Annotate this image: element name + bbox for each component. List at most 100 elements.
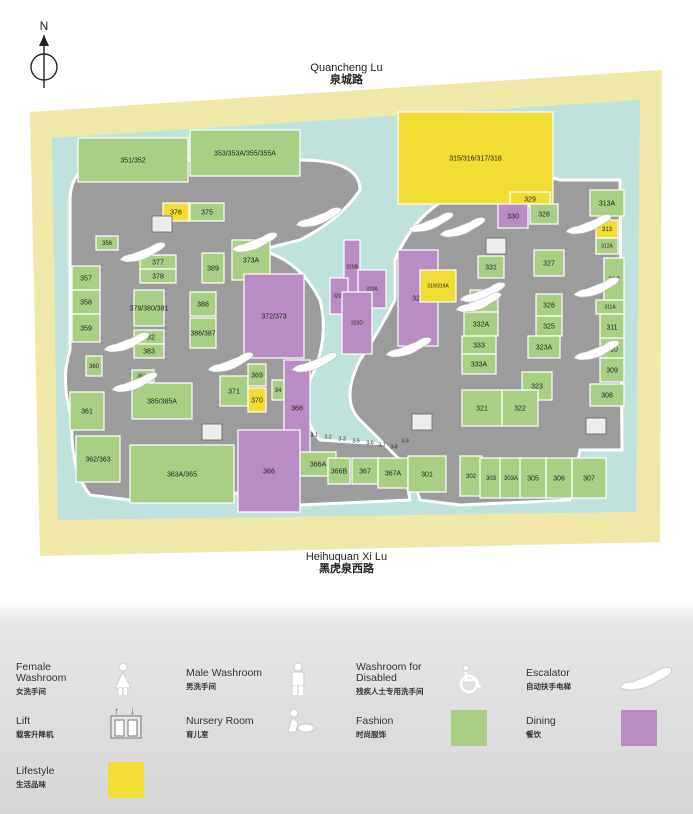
- legend: Female Washroom 女洗手间 Male Washroom 男洗手间 …: [0, 600, 693, 814]
- shop-unit: 369: [247, 363, 267, 387]
- shop-unit-label: 331: [485, 264, 497, 271]
- shop-unit: 353/353A/355/355A: [189, 129, 301, 177]
- shop-unit: 320D: [341, 291, 373, 355]
- shop-unit-label: 302: [466, 474, 477, 480]
- shop-unit: 325: [535, 315, 563, 337]
- shop-unit-shape: [589, 189, 625, 217]
- shop-unit-label: 3-7: [378, 443, 385, 449]
- shop-unit: 3-1: [310, 433, 317, 439]
- shop-unit-label: 366: [263, 468, 275, 475]
- lift-icon: [485, 237, 507, 255]
- nursery-icon: [287, 708, 315, 733]
- shop-unit-shape: [407, 455, 447, 493]
- shop-unit-label: 323: [531, 383, 543, 390]
- shop-unit-label: 34: [275, 388, 282, 394]
- shop-unit-shape: [571, 457, 607, 499]
- shop-unit-label: 311A: [604, 305, 616, 311]
- legend-nursery-label: Nursery Room: [186, 715, 254, 727]
- shop-unit-shape: [327, 457, 351, 485]
- legend-lifestyle: Lifestyle 生活品味: [16, 766, 55, 790]
- escalator-icon: [119, 242, 166, 263]
- legend-female-washroom-label: Female Washroom: [16, 661, 67, 684]
- escalator-icon: [103, 332, 150, 353]
- shop-unit: 322: [501, 389, 539, 427]
- shop-unit-label: 375: [201, 209, 213, 216]
- shop-unit-label: 382: [143, 334, 155, 341]
- shop-unit-label: 361: [81, 408, 93, 415]
- shop-unit-label: 333: [473, 342, 485, 349]
- shop-unit-label: 383: [143, 348, 155, 355]
- shop-unit: 332A: [463, 311, 499, 337]
- shop-unit-label: 366B: [331, 468, 348, 475]
- shop-unit: 375: [189, 202, 225, 222]
- shop-unit: 367A: [377, 457, 409, 489]
- shop-unit-label: 3-5: [352, 439, 359, 445]
- shop-unit-label: 367A: [385, 470, 402, 477]
- shop-unit: 331: [477, 255, 505, 279]
- shop-unit-label: 325: [543, 323, 555, 330]
- shop-unit-shape: [129, 444, 235, 504]
- legend-lifestyle-cn: 生活品味: [16, 780, 46, 789]
- shop-unit: 329: [509, 191, 551, 207]
- legend-nursery-cn: 育儿室: [186, 730, 209, 739]
- shop-unit-shape: [529, 203, 559, 225]
- escalator-icon: [439, 217, 486, 238]
- svg-text:↑: ↑: [114, 706, 119, 717]
- shop-unit-label: 358: [80, 299, 92, 306]
- legend-dining-label: Dining: [526, 715, 556, 727]
- shop-unit-label: 3-3: [338, 437, 345, 443]
- shop-unit-label: 369: [251, 372, 263, 379]
- shop-unit-label: 368: [291, 405, 303, 412]
- shop-unit-label: 319/319A: [427, 284, 449, 290]
- shop-unit: 328: [529, 203, 559, 225]
- legend-female-washroom: Female Washroom 女洗手间: [16, 662, 96, 697]
- shop-unit: 379/380/381: [130, 289, 169, 327]
- compass-arrow-icon: [39, 35, 49, 46]
- shop-unit-shape: [497, 203, 529, 229]
- escalator-icon: [295, 207, 342, 228]
- shop-unit-label: 323A: [536, 344, 553, 351]
- shop-unit: 362/363: [75, 435, 121, 483]
- shop-unit-label: 307: [583, 475, 595, 482]
- shop-unit-label: 389: [207, 265, 219, 272]
- legend-fashion-cn: 时尚服饰: [356, 730, 386, 739]
- shop-unit-label: 313: [602, 227, 613, 233]
- shop-unit-shape: [247, 387, 267, 413]
- shop-unit-shape: [351, 457, 379, 485]
- escalator-icon: [455, 292, 502, 313]
- shop-unit-shape: [595, 237, 619, 255]
- lift-icon: [201, 423, 223, 441]
- shop-unit: 371: [219, 375, 249, 407]
- shop-unit-shape: [237, 429, 301, 513]
- shop-unit-shape: [201, 252, 225, 284]
- shop-unit-label: 305: [527, 475, 539, 482]
- shop-unit-label: 329: [524, 196, 536, 203]
- legend-escalator-label: Escalator: [526, 667, 570, 679]
- shop-unit: 358: [71, 289, 101, 315]
- shop-unit-shape: [133, 289, 165, 327]
- shop-unit: 303: [479, 457, 503, 499]
- escalator-icon: [291, 352, 338, 373]
- shop-unit-shape: [533, 249, 565, 277]
- shop-unit-shape: [71, 265, 101, 291]
- escalator-icon: [565, 214, 612, 235]
- shop-unit-label: 363A/365: [167, 471, 197, 478]
- shop-unit-label: 3-6: [366, 441, 373, 447]
- shop-unit-shape: [599, 357, 625, 383]
- shop-unit-shape: [71, 313, 101, 343]
- shop-unit: 323A: [527, 335, 561, 359]
- shop-unit-label: 321: [476, 405, 488, 412]
- shop-unit-label: 376: [170, 209, 182, 216]
- shop-unit-label: 309: [606, 367, 618, 374]
- shop-unit-shape: [95, 235, 119, 251]
- male-figure-icon: [291, 662, 305, 695]
- legend-lift: Lift 载客升降机: [16, 716, 54, 740]
- shop-unit-label: 303A: [504, 476, 518, 482]
- shop-unit-shape: [477, 255, 505, 279]
- legend-lift-cn: 载客升降机: [16, 730, 54, 739]
- shop-unit: 311A: [595, 299, 625, 315]
- shop-unit-label: 386/387: [190, 330, 215, 337]
- shop-unit-label: 3-8: [390, 445, 397, 451]
- shop-unit: 366: [237, 429, 301, 513]
